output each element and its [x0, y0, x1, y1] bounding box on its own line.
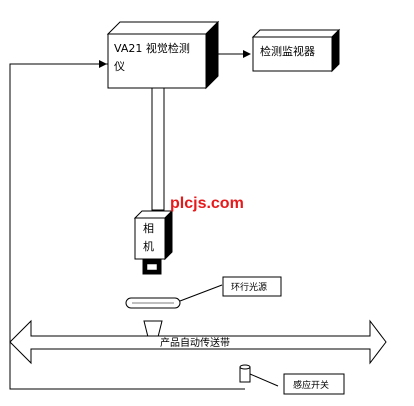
sensor-switch-leader	[249, 373, 279, 387]
vision-detector-box: VA21 视觉检测 仪	[106, 20, 220, 90]
conveyor-label: 产品自动传送带	[160, 336, 230, 349]
ring-light-label: 环行光源	[231, 281, 267, 293]
vision-detector-label-1: VA21 视觉检测	[114, 41, 190, 55]
vision-detector-label-2: 仪	[114, 60, 125, 73]
sensor-switch: 感应开关	[239, 364, 345, 395]
feedback-line	[9, 63, 245, 390]
camera: 相 机	[133, 209, 174, 275]
ring-light-leader	[179, 284, 223, 302]
camera-label-1: 相	[143, 222, 154, 235]
conveyor: 产品自动传送带	[9, 319, 387, 365]
watermark: plcjs.com	[170, 195, 244, 212]
camera-cable	[151, 87, 165, 211]
sensor-switch-label: 感应开关	[293, 379, 329, 391]
camera-label-2: 机	[143, 239, 154, 253]
ring-light: 环行光源	[125, 276, 282, 309]
product-item	[143, 320, 163, 338]
monitor-box: 检测监视器	[251, 28, 341, 73]
monitor-label: 检测监视器	[260, 44, 315, 58]
